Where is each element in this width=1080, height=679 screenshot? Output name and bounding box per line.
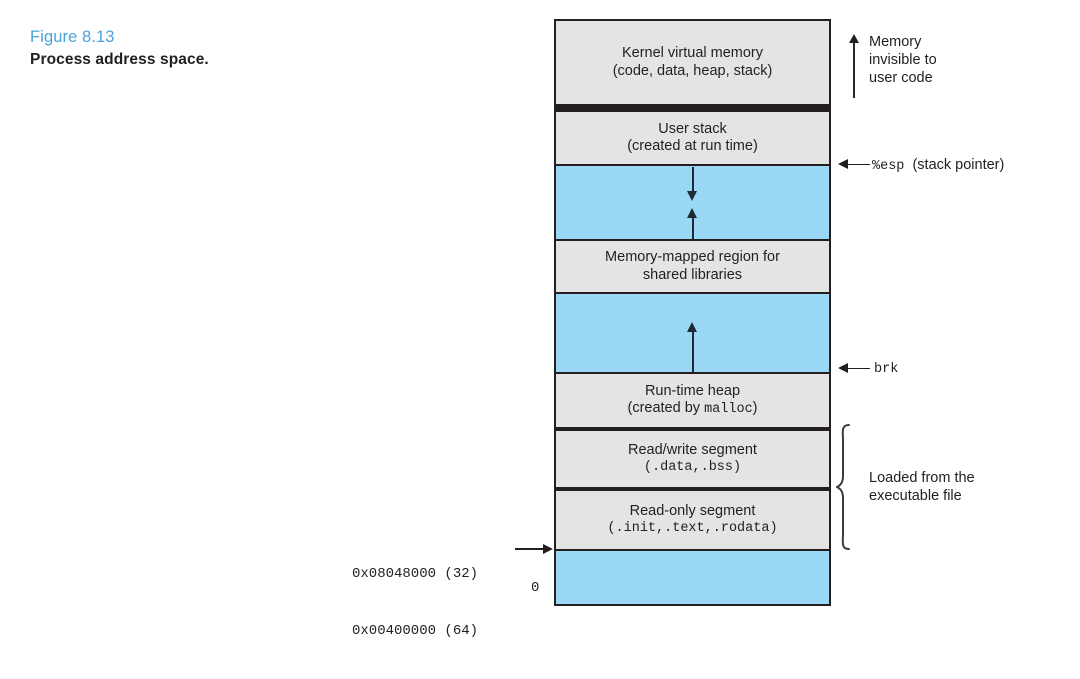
esp-symbol: %esp	[872, 159, 905, 174]
kernel-note-line-3: user code	[869, 70, 933, 86]
kernel-note: Memory invisible to user code	[869, 33, 937, 87]
heap-line-1: Run-time heap	[644, 382, 741, 399]
rw-line-1: Read/write segment	[628, 441, 757, 458]
address-leader-line	[515, 548, 545, 550]
brk-leader-line	[848, 367, 870, 370]
figure-number: Figure 8.13	[30, 28, 115, 46]
region-memory-mapped: Memory-mapped region for shared librarie…	[556, 239, 829, 294]
heap-line-2-suffix: )	[752, 400, 758, 416]
curly-brace-icon	[834, 424, 850, 550]
region-kernel-virtual-memory: Kernel virtual memory (code, data, heap,…	[556, 21, 829, 106]
zero-address-label: 0	[531, 580, 540, 596]
esp-leader-line	[848, 163, 870, 166]
ro-line-2: (.init,.text,.rodata)	[607, 521, 778, 536]
address-arrowhead	[543, 543, 553, 554]
address-32bit: 0x08048000 (32)	[352, 566, 479, 582]
address-space-column: Kernel virtual memory (code, data, heap,…	[554, 19, 831, 606]
heap-grow-up-line	[691, 331, 694, 372]
kernel-user-divider	[556, 106, 829, 112]
user-stack-line-2: (created at run time)	[627, 138, 758, 154]
esp-description: (stack pointer)	[912, 157, 1005, 173]
kernel-note-line	[853, 42, 855, 98]
figure-canvas: Figure 8.13 Process address space. Kerne…	[30, 19, 1004, 639]
loaded-from-note: Loaded from the executable file	[869, 469, 975, 505]
mmap-line-1: Memory-mapped region for	[605, 249, 780, 265]
user-stack-line-1: User stack	[658, 120, 727, 137]
loaded-line-1: Loaded from the	[869, 470, 975, 486]
ro-line-1: Read-only segment	[629, 502, 756, 519]
brk-arrowhead	[838, 363, 848, 373]
heap-line-2: (created by malloc)	[627, 400, 757, 419]
rw-line-2: (.data,.bss)	[643, 460, 742, 475]
heap-line-2-prefix: (created by	[627, 400, 705, 416]
esp-label: %esp (stack pointer)	[872, 156, 1004, 176]
heap-grow-up-arrowhead	[687, 322, 697, 332]
kernel-note-line-2: invisible to	[869, 52, 937, 68]
address-labels: 0x08048000 (32) 0x00400000 (64)	[352, 527, 478, 679]
stack-grow-down-line	[691, 167, 694, 193]
region-read-only-segment: Read-only segment (.init,.text,.rodata)	[556, 489, 829, 551]
brk-label: brk	[874, 362, 899, 377]
figure-title: Process address space.	[30, 51, 209, 68]
region-read-write-segment: Read/write segment (.data,.bss)	[556, 429, 829, 489]
kernel-note-arrowhead	[849, 34, 859, 43]
region-run-time-heap: Run-time heap (created by malloc)	[556, 372, 829, 429]
region-unmapped-low-memory	[556, 551, 829, 604]
kernel-line-1: Kernel virtual memory	[621, 45, 763, 61]
stack-grow-down-arrowhead	[687, 191, 697, 201]
esp-arrowhead	[838, 159, 848, 169]
heap-line-2-malloc: malloc	[704, 402, 753, 417]
loaded-bracket	[834, 424, 862, 555]
stack-gap-up-line	[691, 217, 694, 239]
loaded-line-2: executable file	[869, 488, 962, 504]
mmap-line-2: shared libraries	[642, 266, 743, 283]
region-user-stack: User stack (created at run time)	[556, 112, 829, 166]
kernel-note-line-1: Memory	[869, 34, 922, 50]
stack-gap-up-arrowhead	[687, 208, 697, 218]
kernel-line-2: (code, data, heap, stack)	[612, 62, 773, 79]
